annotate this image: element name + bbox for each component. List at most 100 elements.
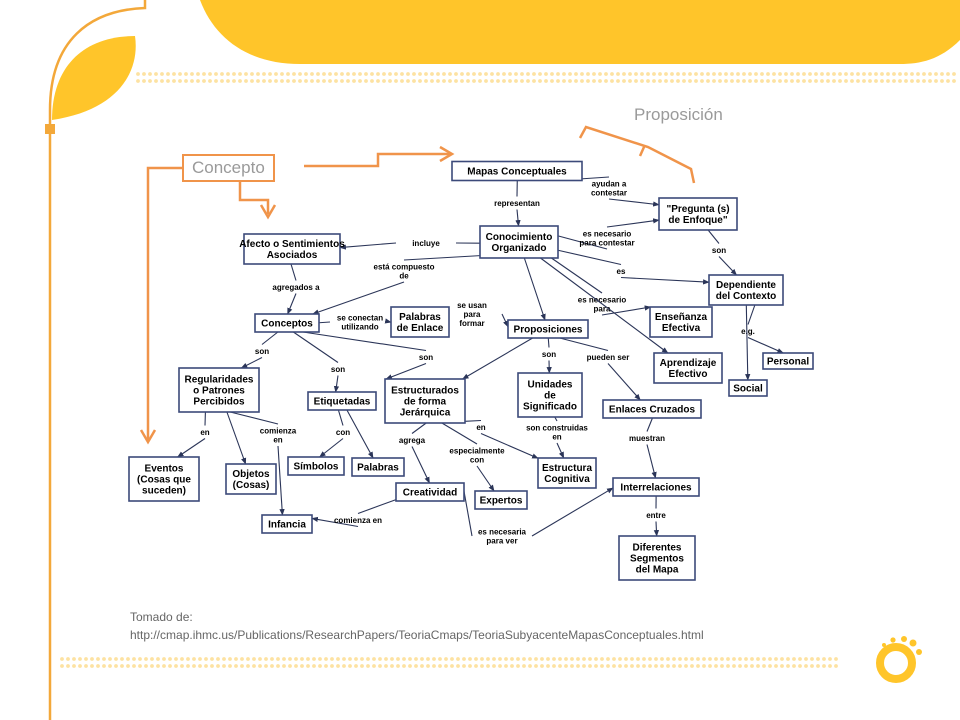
concepto-to-mapas-arrowhead bbox=[439, 145, 455, 163]
orange-outline-curve bbox=[48, 0, 147, 720]
node-simbolos: Símbolos bbox=[287, 456, 345, 476]
edge-afecto-to-conceptos: agregados a bbox=[272, 263, 320, 315]
edge-label: e.g. bbox=[741, 327, 755, 336]
node-mapas: Mapas Conceptuales bbox=[451, 160, 583, 182]
edge-creatividad-to-infancia: comienza en bbox=[311, 499, 397, 528]
edge-label: son construidas bbox=[526, 424, 588, 433]
concepto-to-afecto-arrowhead bbox=[259, 204, 277, 220]
node-label: Afecto o Sentimientos bbox=[239, 239, 345, 250]
edge-proposiciones-to-estructurados bbox=[462, 337, 533, 380]
node-label: Creatividad bbox=[403, 488, 457, 499]
node-label: Estructurados bbox=[391, 386, 459, 397]
node-label: Símbolos bbox=[293, 462, 338, 473]
node-label: Cognitiva bbox=[544, 474, 590, 485]
annotation-lines bbox=[139, 125, 696, 445]
edge-label: agregados a bbox=[272, 283, 320, 292]
edge-label: comienza en bbox=[334, 516, 382, 525]
edge-label: muestran bbox=[629, 434, 665, 443]
proposicion-bracket bbox=[578, 125, 696, 184]
edge-label: es necesario bbox=[583, 230, 632, 239]
edge-proposiciones-to-unidades: son bbox=[542, 337, 556, 374]
credit-url[interactable]: http://cmap.ihmc.us/Publications/Researc… bbox=[130, 628, 704, 642]
node-label: Enseñanza bbox=[655, 312, 708, 323]
edge-label: es necesario bbox=[578, 296, 627, 305]
edge-label: está compuesto bbox=[374, 263, 435, 272]
credit-heading: Tomado de: bbox=[130, 610, 193, 624]
edge-label: son bbox=[542, 350, 556, 359]
node-label: Personal bbox=[767, 357, 809, 368]
edge-label: en bbox=[552, 433, 561, 442]
node-label: "Pregunta (s) bbox=[666, 204, 729, 215]
edge-label: utilizando bbox=[341, 323, 378, 332]
node-label: Etiquetadas bbox=[314, 397, 371, 408]
edge-conocimiento-to-afecto: incluye bbox=[339, 239, 481, 250]
edge-label: son bbox=[331, 365, 345, 374]
node-label: de bbox=[544, 391, 556, 402]
edge-label: es necesaria bbox=[478, 528, 527, 537]
edge-label: son bbox=[255, 347, 269, 356]
edge-label: contestar bbox=[591, 189, 627, 198]
node-social: Social bbox=[728, 379, 768, 397]
node-label: Efectivo bbox=[669, 369, 708, 380]
node-label: de Enfoque" bbox=[668, 215, 727, 226]
node-label: o Patrones bbox=[193, 386, 245, 397]
node-label: Aprendizaje bbox=[660, 358, 717, 369]
node-label: de Enlace bbox=[397, 323, 444, 334]
edge-label: comienza bbox=[260, 427, 297, 436]
edge-conocimiento-to-aprendizaje bbox=[540, 257, 669, 354]
node-label: Asociados bbox=[267, 250, 318, 261]
node-label: Conocimiento bbox=[486, 232, 553, 243]
node-label: Segmentos bbox=[630, 554, 684, 565]
dotted-borders bbox=[60, 72, 956, 668]
yellow-top-swoosh bbox=[200, 0, 960, 64]
node-label: Palabras bbox=[357, 463, 399, 474]
edge-regularidades-to-objetos bbox=[226, 411, 247, 465]
edge-mapas-to-conocimiento: representan bbox=[494, 180, 540, 227]
edge-label: entre bbox=[646, 511, 666, 520]
node-interrelaciones: Interrelaciones bbox=[612, 477, 700, 497]
node-objetos: Objetos(Cosas) bbox=[225, 463, 277, 495]
edge-enlaces-to-interrelaciones: muestran bbox=[629, 417, 665, 479]
node-label: Palabras bbox=[399, 312, 441, 323]
edge-label: en bbox=[476, 423, 485, 432]
edge-label: de bbox=[399, 272, 409, 281]
concepto-to-mapas-connector bbox=[304, 152, 450, 168]
brand-logo-icon bbox=[876, 636, 922, 683]
node-label: Proposiciones bbox=[514, 325, 583, 336]
node-label: Significado bbox=[523, 402, 577, 413]
edge-label: especialmente bbox=[449, 447, 505, 456]
concepto-connector bbox=[146, 166, 182, 440]
edge-etiquetadas-to-palabras bbox=[346, 409, 374, 459]
edge-label: ayudan a bbox=[592, 180, 627, 189]
node-label: Enlaces Cruzados bbox=[609, 405, 696, 416]
concepto-annotation-label: Concepto bbox=[182, 154, 275, 182]
node-proposiciones: Proposiciones bbox=[507, 319, 589, 339]
edge-label: para contestar bbox=[579, 239, 634, 248]
edge-proposiciones-to-enlaces: pueden ser bbox=[559, 337, 641, 401]
node-label: Regularidades bbox=[185, 375, 254, 386]
node-label: (Cosas que bbox=[137, 475, 191, 486]
edge-label: son bbox=[419, 353, 433, 362]
node-label: Expertos bbox=[480, 496, 523, 507]
node-infancia: Infancia bbox=[261, 514, 313, 534]
node-conceptos: Conceptos bbox=[254, 313, 320, 333]
edge-label: incluye bbox=[412, 239, 440, 248]
node-pregunta: "Pregunta (s)de Enfoque" bbox=[658, 197, 738, 231]
edge-label: se conectan bbox=[337, 314, 383, 323]
edge-label: es bbox=[617, 267, 626, 276]
